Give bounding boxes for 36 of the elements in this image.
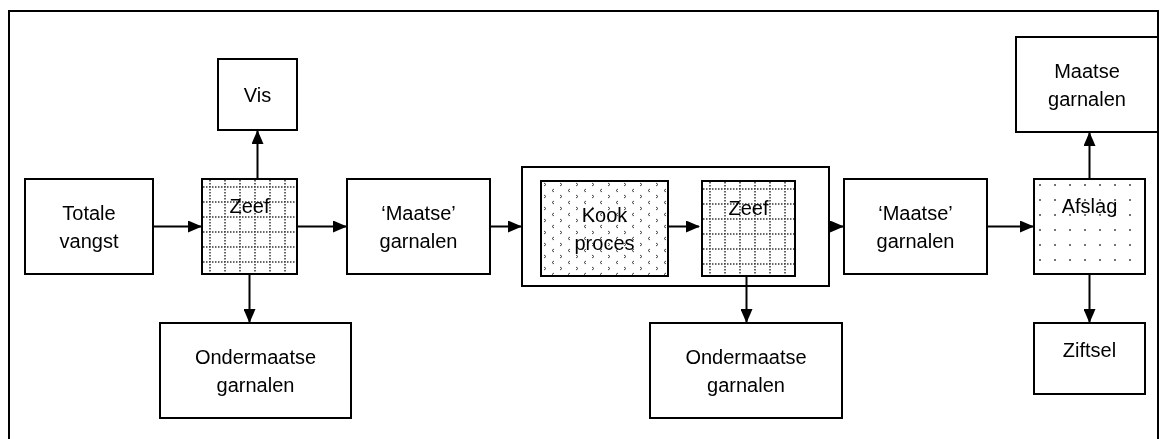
arrow: [740, 274, 753, 323]
process-box: [1015, 36, 1159, 133]
box-label: Ondermaatse garnalen: [193, 344, 318, 398]
process-box: [540, 180, 669, 277]
box-label: Vis: [242, 82, 273, 108]
sieve-box: [701, 180, 796, 277]
process-box: [843, 178, 988, 275]
box-label: Totale vangst: [58, 200, 120, 254]
group-box: [521, 166, 830, 287]
process-box: [346, 178, 491, 275]
box-label: ‘Maatse’ garnalen: [875, 200, 956, 254]
sieve-box: [201, 178, 298, 275]
box-label: Afslag: [1060, 194, 1119, 219]
arrow: [251, 130, 264, 179]
box-label: ‘Maatse’ garnalen: [378, 200, 459, 254]
arrow: [1083, 132, 1096, 179]
arrow: [490, 220, 522, 233]
arrow: [243, 274, 256, 323]
process-box: [1033, 322, 1146, 395]
arrow: [666, 220, 700, 233]
arrow: [1083, 274, 1096, 323]
arrow: [153, 220, 202, 233]
process-box: [24, 178, 154, 275]
box-label: Maatse garnalen: [1047, 58, 1127, 112]
box-label: Ziftsel: [1061, 338, 1118, 363]
arrow: [829, 220, 844, 233]
box-label: Zeef: [727, 196, 770, 221]
process-box: [649, 322, 843, 419]
arrow: [297, 220, 347, 233]
box-label: Ondermaatse garnalen: [684, 344, 808, 398]
process-box: [1033, 178, 1146, 275]
box-label: Kook proces: [573, 202, 636, 256]
box-label: Zeef: [228, 194, 271, 219]
process-box: [217, 58, 298, 131]
arrow: [987, 220, 1034, 233]
process-box: [159, 322, 352, 419]
